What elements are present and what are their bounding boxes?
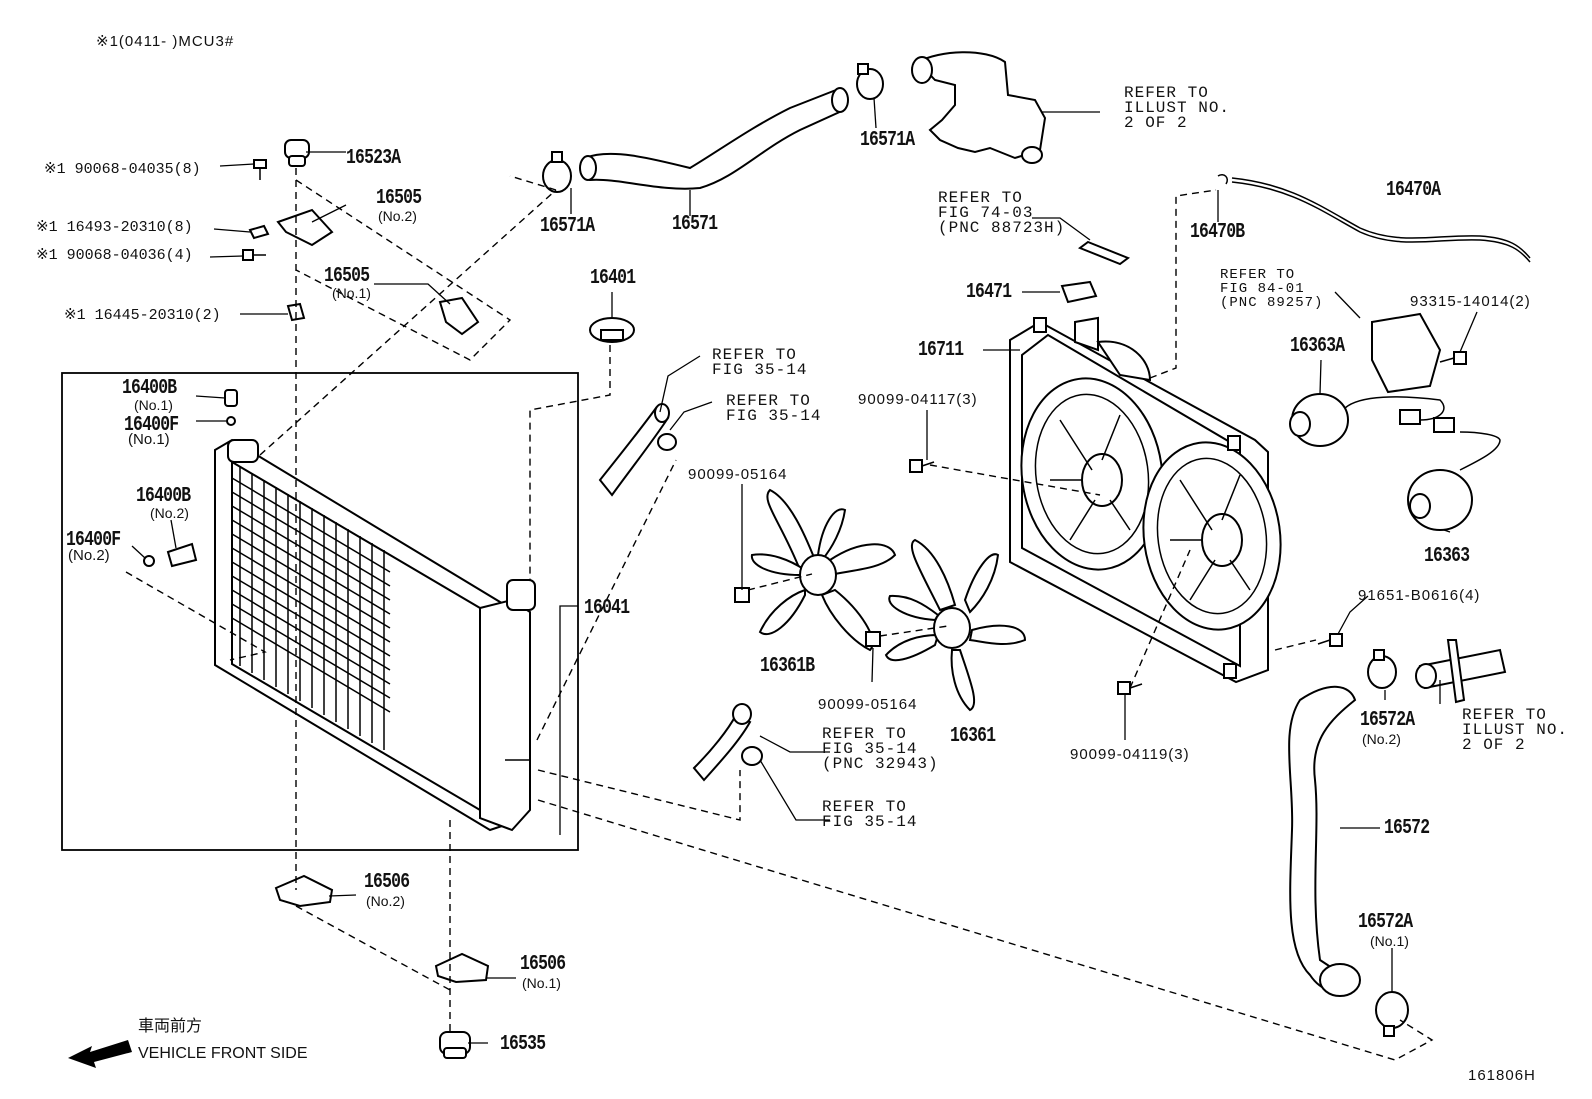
- upper-hose-16571: [579, 87, 849, 190]
- label-16470B: 16470B: [1190, 221, 1245, 244]
- nut-90099-05164-right: [865, 631, 881, 647]
- label-16363A: 16363A: [1290, 335, 1345, 358]
- fan-motor-16363A: [1289, 393, 1455, 447]
- radiator-group-frame: [61, 372, 579, 851]
- label-16470A: 16470A: [1386, 179, 1441, 202]
- label-16400F-no1-sub: (No.1): [128, 431, 170, 448]
- label-16571: 16571: [672, 213, 718, 236]
- label-16361B: 16361B: [760, 655, 815, 678]
- label-16572A-no2: 16572A: [1360, 709, 1415, 732]
- label-16711: 16711: [918, 339, 964, 362]
- label-16505-no1: 16505: [324, 265, 370, 288]
- label-90068-04036: ※1 90068-04036(4): [36, 247, 193, 264]
- fan-shroud-16711: [1009, 316, 1282, 684]
- fan-16361: [884, 538, 1027, 712]
- label-90099-04117: 90099-04117(3): [858, 391, 978, 408]
- bolt-91651: [1317, 633, 1343, 647]
- vehicle-front-label-en: VEHICLE FRONT SIDE: [138, 1045, 308, 1062]
- label-16400B-no1: 16400B: [122, 377, 177, 400]
- ref-illust-right: REFER TO ILLUST NO. 2 OF 2: [1462, 706, 1569, 754]
- label-16506-no1: 16506: [520, 953, 566, 976]
- gasket-16400F-no2: [143, 555, 155, 567]
- lower-hose-16572: [1288, 685, 1361, 997]
- bracket-16505-no1: [438, 296, 480, 336]
- transmission-hose-lower: [692, 703, 763, 782]
- support-cushion-16523A: [284, 139, 310, 167]
- label-16571A-right: 16571A: [860, 129, 915, 152]
- label-16493-20310: ※1 16493-20310(8): [36, 219, 193, 236]
- ref-fig-35-14-a: REFER TO FIG 35-14: [712, 346, 808, 379]
- bracket-16506-no1: [434, 952, 490, 984]
- label-16400B-no2: 16400B: [136, 485, 191, 508]
- water-inlet-pipe: [1415, 639, 1507, 704]
- bolt-90099-04117: [909, 459, 935, 473]
- drain-cock-16400B-no2: [166, 542, 198, 568]
- ref-fig-35-14-c: REFER TO FIG 35-14: [822, 798, 918, 831]
- reservoir-cap-16471: [1060, 280, 1098, 304]
- hose-clamp-16571A-left: [542, 151, 572, 193]
- clip-16470B: [1217, 173, 1229, 185]
- label-90099-04119: 90099-04119(3): [1070, 746, 1190, 763]
- label-16400B-no1-sub: (No.1): [134, 397, 173, 413]
- ref-fig-74-03: REFER TO FIG 74-03 (PNC 88723H): [938, 189, 1066, 237]
- label-16572A-no1: 16572A: [1358, 911, 1413, 934]
- bracket-16506-no2: [274, 874, 334, 908]
- label-16401: 16401: [590, 267, 636, 290]
- label-91651-B0616: 91651-B0616(4): [1358, 587, 1481, 604]
- label-16400B-no2-sub: (No.2): [150, 505, 189, 521]
- fan-motor-16363: [1407, 431, 1501, 531]
- vehicle-front-label-jp: 車両前方: [138, 1016, 203, 1035]
- ref-fig-35-14-pnc: REFER TO FIG 35-14 (PNC 32943): [822, 725, 939, 773]
- figure-code: 161806H: [1468, 1067, 1536, 1084]
- hose-clamp-16572A-no2: [1367, 649, 1397, 689]
- label-16571A-left: 16571A: [540, 215, 595, 238]
- label-16572A-no2-sub: (No.2): [1362, 731, 1401, 747]
- label-16523A: 16523A: [346, 147, 401, 170]
- label-16400F-no2-sub: (No.2): [68, 547, 110, 564]
- hose-clamp-16571A-right: [856, 63, 884, 100]
- radiator-16041: [214, 438, 536, 832]
- label-16363: 16363: [1424, 545, 1470, 568]
- vehicle-front-arrow: [68, 1040, 132, 1068]
- caution-label: [1077, 240, 1131, 266]
- ref-illust-top: REFER TO ILLUST NO. 2 OF 2: [1124, 84, 1231, 132]
- label-16361: 16361: [950, 725, 996, 748]
- radiator-cap-16401: [589, 317, 635, 343]
- ref-fig-84-01: REFER TO FIG 84-01 (PNC 89257): [1220, 267, 1324, 311]
- label-90099-05164-right: 90099-05164: [818, 696, 918, 713]
- reservoir-hose-16470A: [1231, 181, 1531, 263]
- label-16572: 16572: [1384, 817, 1430, 840]
- label-16506-no2: 16506: [364, 871, 410, 894]
- label-16400F-no1: 16400F: [124, 414, 179, 437]
- clip-16493: [248, 224, 270, 240]
- label-16506-no1-sub: (No.1): [522, 975, 561, 991]
- label-16400F-no2: 16400F: [66, 529, 121, 552]
- label-16572A-no1-sub: (No.1): [1370, 933, 1409, 949]
- label-16471: 16471: [966, 281, 1012, 304]
- label-16505-no1-sub: (No.1): [332, 285, 371, 301]
- transmission-hose-upper: [598, 403, 677, 497]
- label-93315-14014: 93315-14014(2): [1410, 293, 1531, 310]
- relay-module: [1371, 312, 1442, 394]
- label-16506-no2-sub: (No.2): [366, 893, 405, 909]
- bolt-90068-04036: [242, 249, 266, 261]
- label-16041: 16041: [584, 597, 630, 620]
- label-16505-no2: 16505: [376, 187, 422, 210]
- ref-fig-35-14-b: REFER TO FIG 35-14: [726, 392, 822, 425]
- label-90068-04035: ※1 90068-04035(8): [44, 161, 201, 178]
- water-outlet: [911, 51, 1047, 164]
- header-note: ※1(0411- )MCU3#: [96, 33, 235, 50]
- label-16535: 16535: [500, 1033, 546, 1056]
- fan-16361B: [750, 488, 897, 652]
- label-90099-05164-left: 90099-05164: [688, 466, 788, 483]
- label-16505-no2-sub: (No.2): [378, 208, 417, 224]
- label-16445-20310: ※1 16445-20310(2): [64, 307, 221, 324]
